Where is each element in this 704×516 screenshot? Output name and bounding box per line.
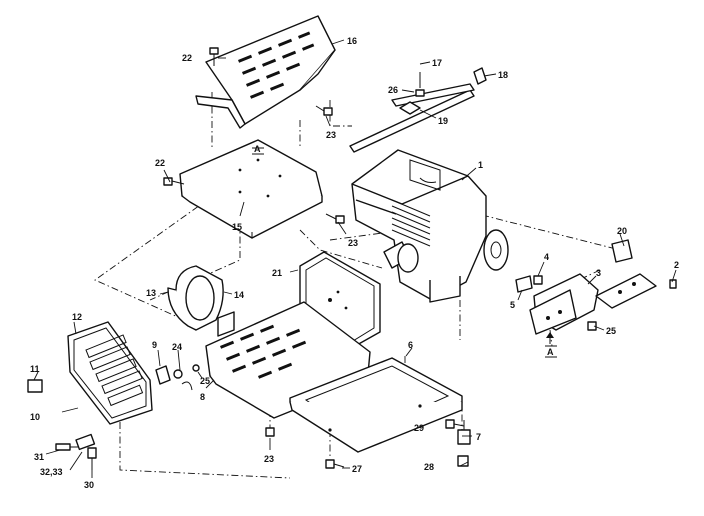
screw-23-mid bbox=[325, 213, 345, 224]
callout-7: 7 bbox=[476, 432, 481, 442]
view-label-a-bottom: A bbox=[547, 347, 554, 357]
callout-1: 1 bbox=[478, 160, 483, 170]
callout-31: 31 bbox=[34, 452, 44, 462]
nut-28 bbox=[457, 455, 469, 467]
callout-15: 15 bbox=[232, 222, 242, 232]
view-marker-a-bottom: A bbox=[545, 332, 557, 358]
callout-25-right: 25 bbox=[606, 326, 616, 336]
engine-1 bbox=[351, 149, 509, 303]
mount-7 bbox=[457, 420, 471, 445]
fitting-32-33 bbox=[75, 433, 96, 451]
callout-27: 27 bbox=[352, 464, 362, 474]
part-24 bbox=[173, 369, 183, 379]
part-25-left bbox=[192, 364, 200, 372]
callout-2: 2 bbox=[674, 260, 679, 270]
cooling-fins bbox=[391, 199, 431, 247]
callout-5: 5 bbox=[510, 300, 515, 310]
callout-28: 28 bbox=[424, 462, 434, 472]
callout-6: 6 bbox=[408, 340, 413, 350]
screw-23-top bbox=[315, 105, 333, 116]
part-5 bbox=[515, 275, 533, 293]
callout-22-top: 22 bbox=[182, 53, 192, 63]
exhaust-pipe bbox=[595, 273, 657, 309]
callout-14: 14 bbox=[234, 290, 244, 300]
callout-4: 4 bbox=[544, 252, 549, 262]
fitting-30 bbox=[87, 447, 97, 470]
callout-23-mid: 23 bbox=[348, 238, 358, 248]
callout-30: 30 bbox=[84, 480, 94, 490]
view-label-a-top: A bbox=[254, 144, 261, 154]
callout-21: 21 bbox=[272, 268, 282, 278]
bolt-23-bottom bbox=[265, 427, 275, 437]
gasket-20 bbox=[611, 239, 633, 263]
callout-12: 12 bbox=[72, 312, 82, 322]
support-bar-19 bbox=[349, 67, 487, 153]
callout-24: 24 bbox=[172, 342, 182, 352]
callouts: 16 22 17 26 18 19 23 1 22 15 23 20 2 4 3… bbox=[30, 36, 679, 490]
part-9 bbox=[155, 365, 171, 385]
callout-16: 16 bbox=[347, 36, 357, 46]
control-panel-12 bbox=[67, 321, 153, 425]
callout-11: 11 bbox=[30, 364, 40, 374]
tray-slots bbox=[220, 324, 307, 379]
callout-8: 8 bbox=[200, 392, 205, 402]
shroud-slots bbox=[238, 31, 315, 99]
frame-6 bbox=[289, 357, 463, 453]
part-11 bbox=[27, 379, 43, 393]
cover-15 bbox=[179, 139, 323, 239]
ring-mount-13 bbox=[167, 265, 224, 331]
callout-32-33: 32,33 bbox=[40, 467, 63, 477]
leader-lines bbox=[33, 39, 677, 478]
callout-25-left: 25 bbox=[200, 376, 210, 386]
callout-18: 18 bbox=[498, 70, 508, 80]
callout-17: 17 bbox=[432, 58, 442, 68]
callout-23-bottom: 23 bbox=[264, 454, 274, 464]
view-marker-a-top: A bbox=[252, 144, 264, 155]
ring-mount-14 bbox=[217, 311, 235, 337]
callout-20: 20 bbox=[617, 226, 627, 236]
bolt-29 bbox=[445, 419, 465, 429]
callout-23-top: 23 bbox=[326, 130, 336, 140]
callout-10: 10 bbox=[30, 412, 40, 422]
wire-clip bbox=[181, 381, 193, 391]
callout-22-mid: 22 bbox=[155, 158, 165, 168]
bolt-2 bbox=[669, 279, 677, 289]
bolt-25-right bbox=[587, 321, 597, 331]
callout-13-ring: 13 bbox=[146, 288, 156, 298]
leader-10 bbox=[61, 407, 79, 413]
muffler-3 bbox=[529, 273, 599, 335]
bolt-27 bbox=[325, 459, 345, 469]
screw-22-top bbox=[209, 47, 219, 66]
callout-3: 3 bbox=[596, 268, 601, 278]
callout-29: 29 bbox=[414, 423, 424, 433]
bolt-4 bbox=[533, 275, 543, 285]
callout-9: 9 bbox=[152, 340, 157, 350]
callout-19: 19 bbox=[438, 116, 448, 126]
callout-26: 26 bbox=[388, 85, 398, 95]
top-shroud-16 bbox=[195, 15, 336, 129]
